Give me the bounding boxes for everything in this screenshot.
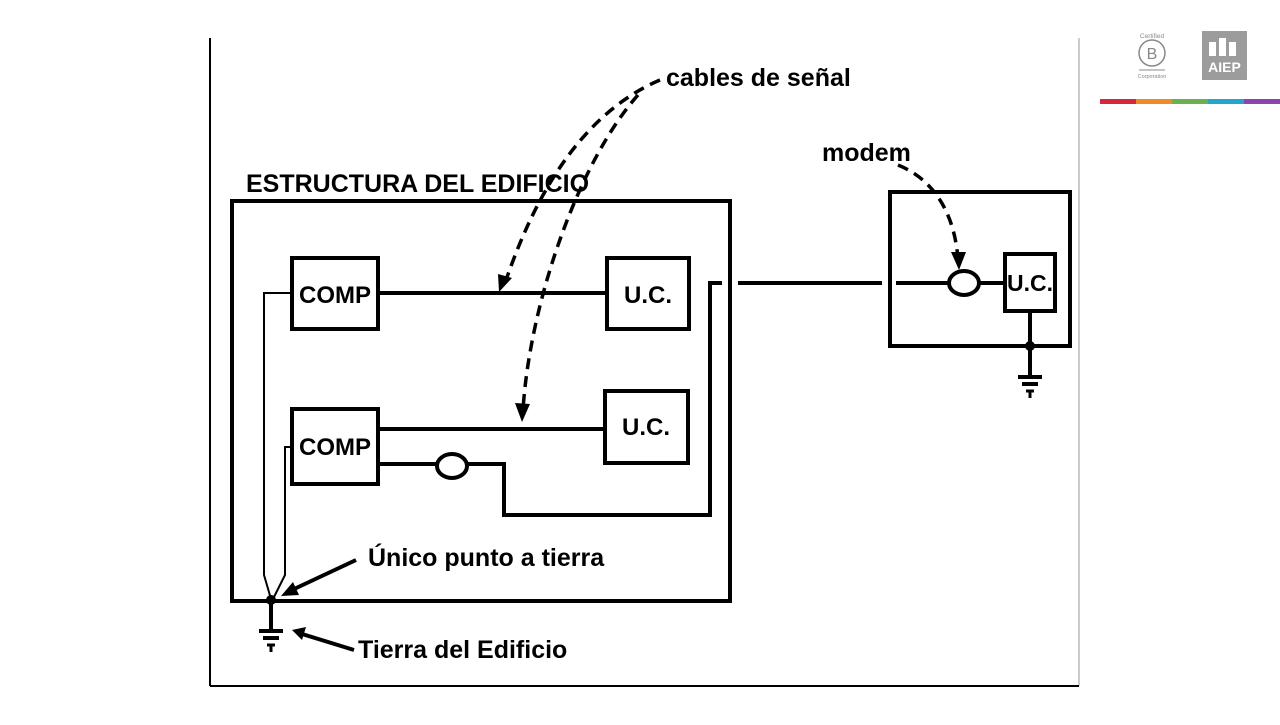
brand-stripe-segment — [1244, 99, 1280, 104]
modem-pointer — [897, 163, 960, 261]
bcorp-bottom-text: Corporation — [1138, 74, 1167, 80]
uc-remote-box — [1003, 252, 1057, 313]
aiep-bar-icon-1 — [1209, 42, 1216, 56]
brand-stripe-segment — [1136, 99, 1173, 104]
aiep-bar-icon-2 — [1219, 38, 1226, 56]
aiep-logo: AIEP — [1202, 31, 1247, 80]
building-ground-pointer — [301, 632, 355, 652]
signal-cable-arrowhead-bottom — [515, 403, 530, 422]
single-ground-label: Único punto a tierra — [368, 542, 605, 572]
brand-stripe-segment — [1172, 99, 1209, 104]
bcorp-letter: B — [1147, 46, 1158, 63]
comp-bottom-label: COMP — [299, 434, 371, 461]
signal-cable-pointer-top — [503, 78, 661, 284]
uc-remote-label: U.C. — [1007, 270, 1053, 296]
signal-cable-arrowhead-top — [498, 274, 512, 292]
remote-site-box — [888, 190, 1072, 348]
uc-top-box — [605, 256, 691, 331]
remote-ground-icon — [1018, 375, 1042, 398]
remote-ground-node — [1025, 341, 1035, 351]
ground-wire-top-comp — [263, 292, 292, 600]
modem-line-out — [467, 281, 722, 517]
building-ground-icon — [259, 629, 283, 652]
aiep-text: AIEP — [1208, 59, 1241, 75]
modem-remote — [947, 269, 981, 297]
building-ground-label: Tierra del Edificio — [358, 636, 567, 664]
comp-top-label: COMP — [299, 282, 371, 309]
bcorp-circle-icon — [1138, 39, 1166, 67]
modem-arrowhead — [951, 252, 966, 270]
building-structure-box — [230, 199, 732, 603]
uc-bottom-box — [603, 389, 690, 465]
brand-stripe-segment — [1208, 99, 1245, 104]
single-ground-pointer — [291, 558, 357, 592]
uc-bottom-label: U.C. — [622, 414, 670, 441]
modem-local — [435, 452, 469, 480]
single-ground-arrowhead — [281, 582, 299, 596]
brand-stripe-segment — [1100, 99, 1137, 104]
aiep-bar-icon-3 — [1229, 42, 1236, 56]
brand-stripe — [1100, 99, 1280, 104]
signal-cable-pointer-bottom — [521, 93, 640, 411]
bcorp-top-text: Certified — [1140, 33, 1165, 40]
bcorp-logo: Certified B Corporation — [1138, 33, 1167, 80]
signal-cables-label: cables de señal — [666, 64, 851, 92]
ground-wire-bottom-comp — [272, 446, 292, 600]
modem-label: modem — [822, 139, 911, 167]
uc-top-label: U.C. — [624, 282, 672, 309]
building-structure-label: ESTRUCTURA DEL EDIFICIO — [246, 170, 589, 198]
building-ground-arrowhead — [292, 627, 306, 640]
